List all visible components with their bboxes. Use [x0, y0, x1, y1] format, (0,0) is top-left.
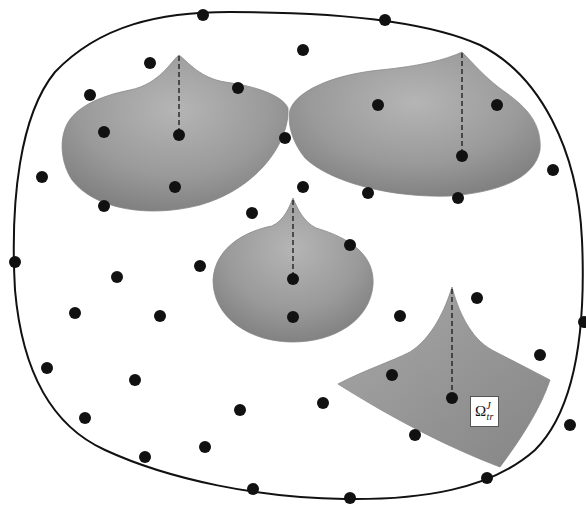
point [578, 316, 586, 328]
point [247, 483, 259, 495]
point [169, 181, 181, 193]
nodes-points [9, 9, 586, 504]
label-text: tr [487, 411, 494, 422]
point [69, 307, 81, 319]
point [36, 171, 48, 183]
point [297, 181, 309, 193]
point [287, 273, 299, 285]
point [344, 239, 356, 251]
point [564, 419, 576, 431]
point [98, 126, 110, 138]
bump [289, 52, 540, 196]
point [98, 200, 110, 212]
point [287, 311, 299, 323]
point [173, 129, 185, 141]
point [409, 429, 421, 441]
shape-functions [62, 52, 550, 467]
point [232, 82, 244, 94]
point [41, 362, 53, 374]
bump [338, 287, 550, 467]
point [84, 89, 96, 101]
point [199, 441, 211, 453]
bump [62, 55, 288, 211]
dashed-axis [292, 200, 293, 277]
point [344, 492, 356, 504]
point [394, 310, 406, 322]
dashed-axis [461, 53, 462, 154]
point [386, 369, 398, 381]
point [9, 256, 21, 268]
point [362, 187, 374, 199]
point [194, 260, 206, 272]
point [317, 397, 329, 409]
dashed-axes [179, 53, 462, 396]
point [379, 14, 391, 26]
point [547, 164, 559, 176]
label-text: J [486, 400, 490, 411]
point [139, 451, 151, 463]
point [246, 207, 258, 219]
point [534, 349, 546, 361]
dashed-axis [178, 56, 179, 133]
point [144, 57, 156, 69]
point [481, 472, 493, 484]
region-label: ΩJtr [470, 396, 499, 427]
bump [213, 198, 373, 342]
dashed-axis [451, 289, 452, 396]
point [372, 99, 384, 111]
point [197, 9, 209, 21]
point [234, 404, 246, 416]
label-text: Ω [475, 403, 486, 419]
point [279, 132, 291, 144]
point [129, 374, 141, 386]
point [297, 44, 309, 56]
domain-boundary [14, 12, 583, 499]
point [471, 292, 483, 304]
point [79, 412, 91, 424]
point [154, 310, 166, 322]
point [491, 99, 503, 111]
point [446, 392, 458, 404]
point [456, 150, 468, 162]
point [452, 192, 464, 204]
point [111, 271, 123, 283]
